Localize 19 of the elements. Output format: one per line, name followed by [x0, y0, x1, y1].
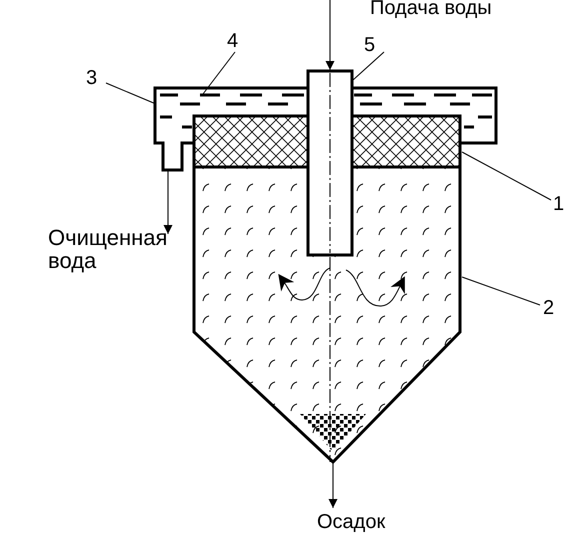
feed-label: Подача воды	[370, 0, 567, 20]
outlet-label: Очищенная вода	[48, 226, 173, 272]
inlet-pipe	[306, 70, 354, 256]
callout-number: 2	[543, 297, 567, 320]
leader-line	[462, 276, 540, 306]
leader-line	[352, 52, 384, 80]
callout-number: 5	[364, 34, 394, 57]
callout-number: 3	[86, 67, 116, 90]
arrow	[326, 0, 334, 70]
leader-line	[202, 52, 236, 94]
tank-body	[192, 166, 462, 464]
outlet-spout	[162, 142, 184, 172]
leader-line	[106, 82, 156, 104]
water-surface	[158, 94, 494, 128]
arrow	[328, 462, 338, 508]
arrow	[164, 170, 172, 234]
sludge-label: Осадок	[317, 511, 417, 534]
callout-number: 1	[553, 193, 567, 216]
callout-number: 4	[227, 30, 257, 53]
